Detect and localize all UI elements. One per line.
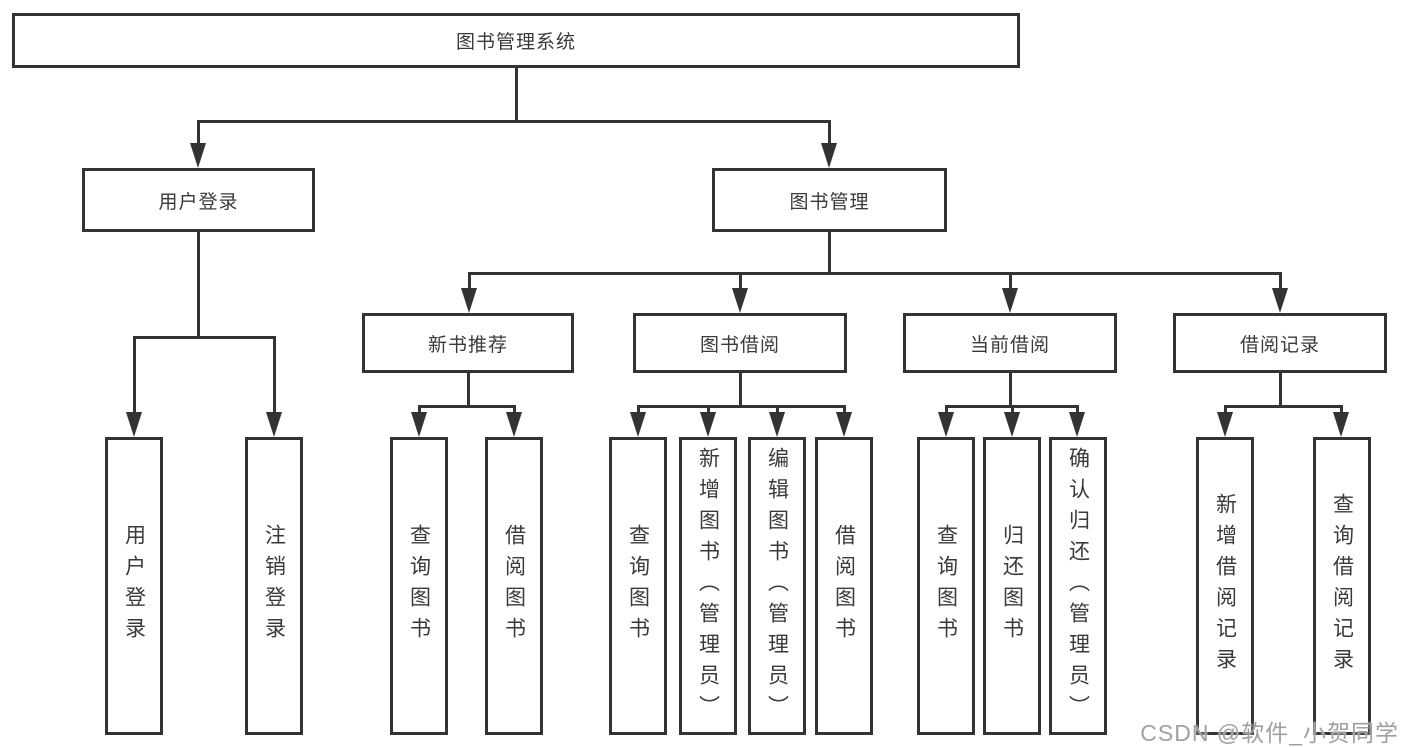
arrow-down-icon — [1272, 288, 1288, 313]
arrow-down-icon — [190, 143, 206, 168]
arrow-down-icon — [769, 412, 785, 437]
node-leaf-query-borrow-record: 查询借阅记录 — [1313, 437, 1371, 735]
node-leaf-query-book-newbook: 查询图书 — [390, 437, 448, 735]
node-leaf-return-book: 归还图书 — [983, 437, 1041, 735]
node-root-system: 图书管理系统 — [12, 13, 1020, 68]
node-leaf-add-book-admin: 新增图书（管理员） — [679, 437, 737, 735]
arrow-down-icon — [938, 412, 954, 437]
arrow-down-icon — [700, 412, 716, 437]
connector-vline — [197, 120, 200, 150]
arrow-down-icon — [461, 288, 477, 313]
node-leaf-query-book-borrowing: 查询图书 — [609, 437, 667, 735]
connector-vline — [828, 232, 831, 275]
node-leaf-user-login: 用户登录 — [105, 437, 163, 735]
arrow-down-icon — [1217, 412, 1233, 437]
arrow-down-icon — [411, 412, 427, 437]
node-leaf-borrow-book-borrowing: 借阅图书 — [815, 437, 873, 735]
connector-vline — [468, 272, 471, 294]
node-leaf-confirm-return-admin: 确认归还（管理员） — [1049, 437, 1107, 735]
connector-vline — [1011, 405, 1014, 417]
arrow-down-icon — [506, 412, 522, 437]
node-label: 借阅记录 — [1239, 334, 1320, 356]
node-leaf-borrow-book-newbook: 借阅图书 — [485, 437, 543, 735]
connector-vline — [1279, 373, 1282, 408]
node-leaf-add-borrow-record: 新增借阅记录 — [1196, 437, 1254, 735]
node-label: 图书借阅 — [699, 334, 780, 356]
connector-vline — [133, 336, 136, 418]
node-book-management: 图书管理 — [712, 168, 947, 232]
connector-vline — [273, 336, 276, 418]
connector-vline — [197, 232, 200, 339]
connector-vline — [418, 405, 421, 417]
connector-vline — [1340, 405, 1343, 417]
connector-hline — [133, 336, 274, 339]
arrow-down-icon — [630, 412, 646, 437]
connector-hline — [418, 405, 516, 408]
node-borrowing-records: 借阅记录 — [1173, 313, 1387, 373]
connector-vline — [515, 68, 518, 122]
arrow-down-icon — [732, 288, 748, 313]
connector-vline — [843, 405, 846, 417]
node-current-borrowing: 当前借阅 — [903, 313, 1117, 373]
connector-vline — [945, 405, 948, 417]
node-leaf-logout: 注销登录 — [245, 437, 303, 735]
node-leaf-query-book-current: 查询图书 — [917, 437, 975, 735]
node-new-book-recommendation: 新书推荐 — [362, 313, 574, 373]
connector-hline — [1224, 405, 1342, 408]
connector-vline — [776, 405, 779, 417]
arrow-down-icon — [126, 412, 142, 437]
connector-hline — [197, 120, 831, 123]
node-label: 图书管理系统 — [455, 32, 576, 53]
arrow-down-icon — [1333, 412, 1349, 437]
connector-vline — [1009, 373, 1012, 408]
connector-vline — [739, 272, 742, 294]
arrow-down-icon — [266, 412, 282, 437]
connector-vline — [1279, 272, 1282, 294]
node-leaf-edit-book-admin: 编辑图书（管理员） — [748, 437, 806, 735]
node-user-login: 用户登录 — [82, 168, 315, 232]
connector-vline — [1009, 272, 1012, 294]
node-label: 当前借阅 — [969, 334, 1050, 356]
node-label: 新书推荐 — [427, 334, 508, 356]
csdn-watermark: CSDN @软件_小贺同学 — [1140, 720, 1399, 746]
connector-vline — [739, 373, 742, 408]
connector-hline — [468, 272, 1281, 275]
connector-vline — [637, 405, 640, 417]
arrow-down-icon — [1069, 412, 1085, 437]
connector-vline — [828, 120, 831, 150]
connector-hline — [637, 405, 844, 408]
connector-vline — [1076, 405, 1079, 417]
connector-vline — [513, 405, 516, 417]
arrow-down-icon — [821, 143, 837, 168]
node-label: 图书管理 — [789, 191, 870, 213]
connector-vline — [707, 405, 710, 417]
connector-vline — [1224, 405, 1227, 417]
arrow-down-icon — [836, 412, 852, 437]
connector-vline — [467, 373, 470, 408]
arrow-down-icon — [1002, 288, 1018, 313]
node-book-borrowing: 图书借阅 — [633, 313, 847, 373]
arrow-down-icon — [1004, 412, 1020, 437]
node-label: 用户登录 — [158, 191, 239, 213]
